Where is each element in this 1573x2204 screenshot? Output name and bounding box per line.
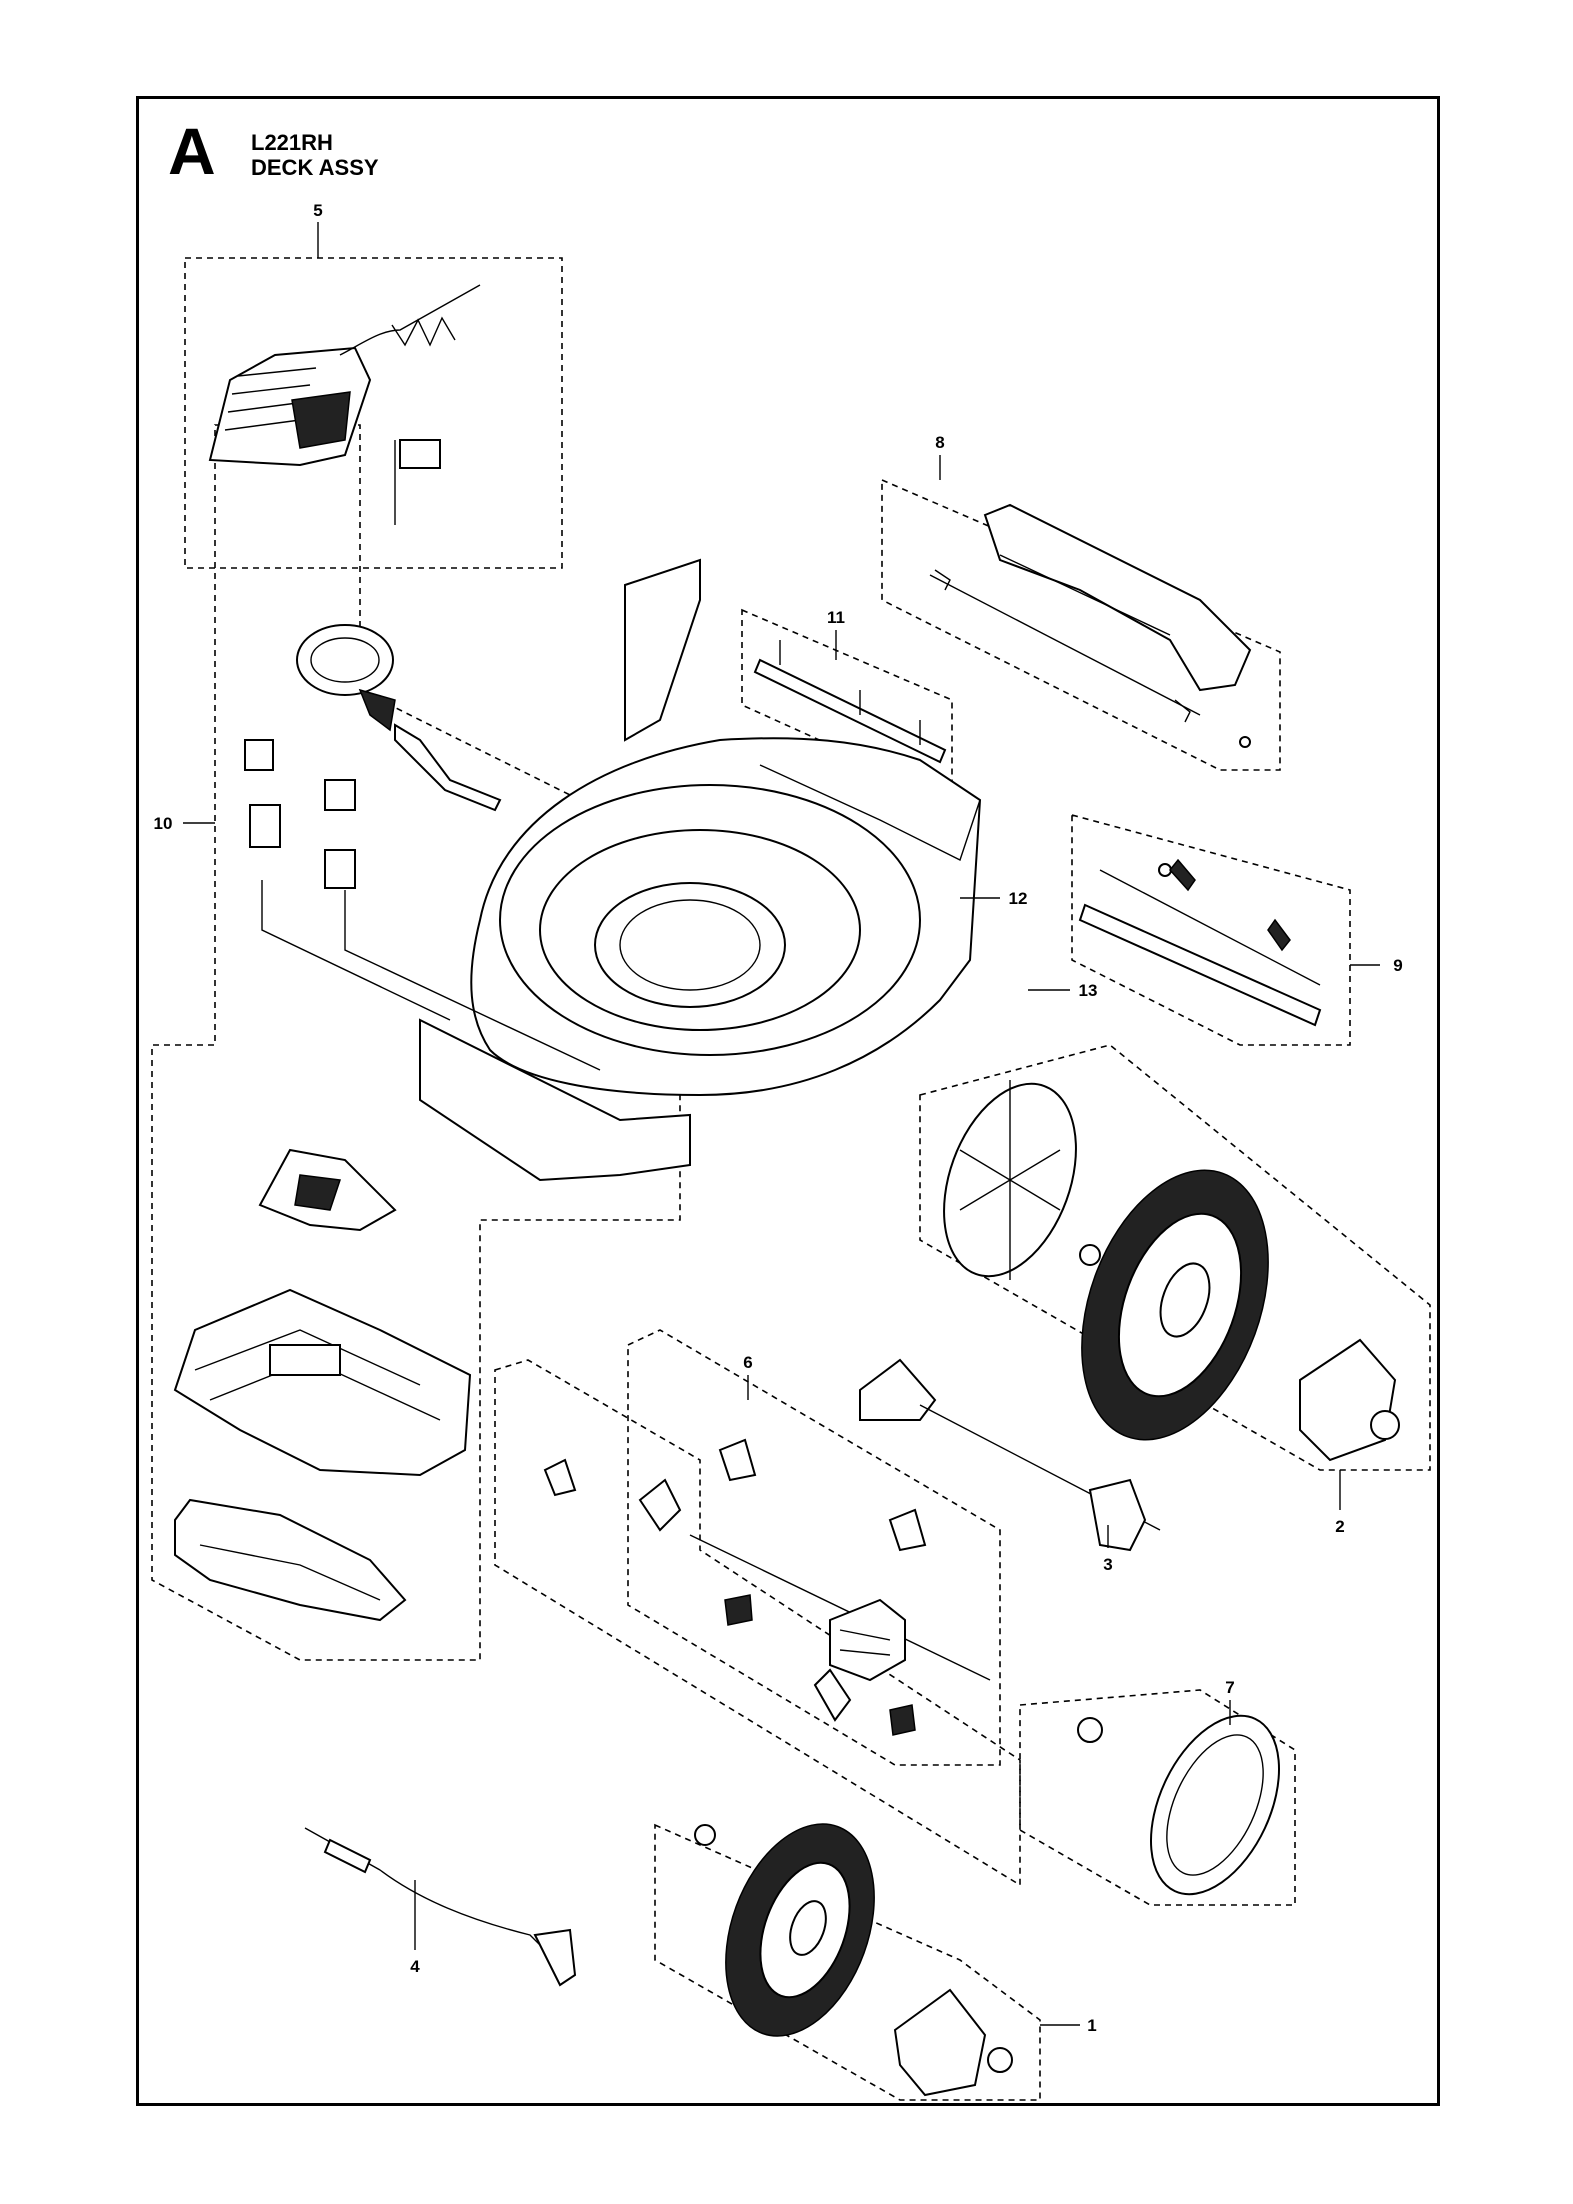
callout-5: 5 bbox=[313, 201, 322, 220]
callout-13: 13 bbox=[1079, 981, 1098, 1000]
callout-1: 1 bbox=[1087, 2016, 1096, 2035]
part-mower-deck bbox=[419, 558, 982, 1182]
callout-8: 8 bbox=[935, 433, 944, 452]
model-title: L221RH DECK ASSY bbox=[251, 130, 379, 181]
part-front-logo-cover bbox=[258, 1148, 397, 1232]
callout-9: 9 bbox=[1393, 956, 1402, 975]
part-rear-flap bbox=[929, 503, 1252, 748]
callout-7: 7 bbox=[1225, 1678, 1234, 1697]
callout-12: 12 bbox=[1009, 889, 1028, 908]
part-lower-bracket bbox=[174, 1498, 407, 1622]
callout-2: 2 bbox=[1335, 1517, 1344, 1536]
callout-4: 4 bbox=[410, 1957, 420, 1976]
group-box-1 bbox=[654, 1823, 1041, 2101]
model-name: L221RH bbox=[251, 130, 333, 155]
part-axle-bracket bbox=[859, 1358, 1161, 1552]
part-gearbox-drive-shaft bbox=[543, 1438, 991, 1736]
part-drive-cable bbox=[304, 1827, 577, 1987]
part-height-adjust-levers bbox=[244, 624, 601, 1071]
part-drive-gear-ring bbox=[1077, 1714, 1281, 1896]
group-box-9 bbox=[1071, 813, 1351, 1046]
group-box-7 bbox=[1019, 1689, 1296, 1906]
section-letter: A bbox=[168, 114, 216, 188]
callout-3: 3 bbox=[1103, 1555, 1112, 1574]
part-front-wheel-assembly bbox=[694, 1823, 1013, 2097]
part-front-axle-assembly bbox=[1078, 858, 1322, 1027]
group-box-6 bbox=[627, 1329, 1001, 1766]
group-box-2 bbox=[919, 1044, 1431, 1471]
diagram-frame bbox=[136, 96, 1440, 2106]
part-handle-control-housing bbox=[208, 346, 372, 467]
assembly-name: DECK ASSY bbox=[251, 155, 379, 181]
part-rear-axle-bar bbox=[753, 640, 947, 764]
group-box-5 bbox=[184, 257, 563, 569]
callout-11: 11 bbox=[827, 608, 845, 627]
group-box-6-outer bbox=[494, 1359, 1021, 1887]
callout-10: 10 bbox=[154, 814, 173, 833]
part-control-spring-cable bbox=[339, 284, 481, 525]
part-engine-top-cover bbox=[173, 1288, 472, 1477]
part-rear-wheel-assembly bbox=[943, 1080, 1400, 1462]
callout-6: 6 bbox=[743, 1353, 752, 1372]
